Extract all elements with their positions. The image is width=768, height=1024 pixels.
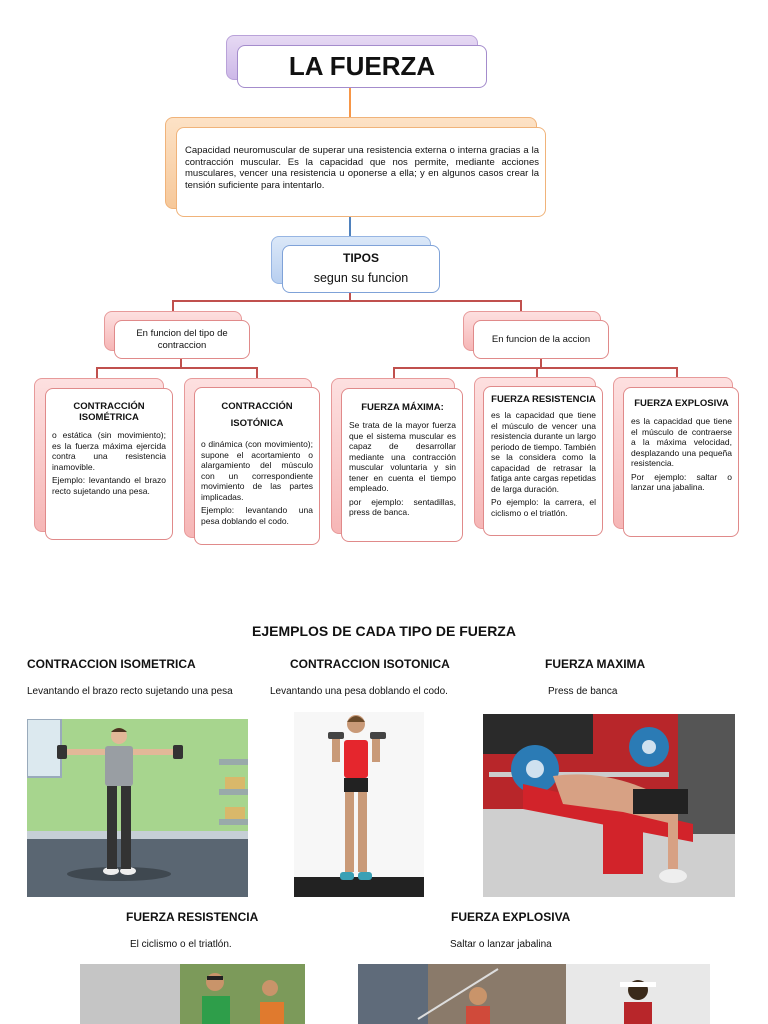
connector-contraccion-down (180, 359, 182, 369)
resistencia-photo (80, 964, 305, 1024)
example-maxima-caption: Press de banca (548, 686, 618, 697)
connector-tipos-down (349, 293, 351, 301)
connector-accion-horizontal (393, 367, 678, 369)
connector-branches-horizontal (172, 300, 522, 302)
type-explosiva-title: FUERZA EXPLOSIVA (634, 398, 729, 409)
type-isometrica-title: CONTRACCIÓN ISOMÉTRICA (73, 401, 145, 423)
tipos-box: TIPOS segun su funcion (282, 245, 440, 293)
type-maxima-box: FUERZA MÁXIMA: Se trata de la mayor fuer… (341, 388, 463, 542)
examples-title: EJEMPLOS DE CADA TIPO DE FUERZA (252, 623, 516, 639)
type-isometrica-box: CONTRACCIÓN ISOMÉTRICA o estática (sin m… (45, 388, 173, 540)
example-explosiva-heading: FUERZA EXPLOSIVA (451, 910, 571, 924)
type-isometrica-example: Ejemplo: levantando el brazo recto sujet… (52, 475, 166, 496)
title-box: LA FUERZA (237, 45, 487, 88)
branch-accion-box: En funcion de la accion (473, 320, 609, 359)
type-maxima-example: por ejemplo: sentadillas, press de banca… (349, 496, 456, 518)
type-resistencia-body: es la capacidad que tiene el músculo de … (491, 410, 596, 494)
type-isotonica-body: o dinámica (con movimiento); supone el a… (201, 439, 313, 502)
example-maxima-heading: FUERZA MAXIMA (545, 657, 646, 671)
type-explosiva-example: Por ejemplo: saltar o lanzar una jabalin… (631, 471, 732, 493)
connector-contraccion-horizontal (96, 367, 258, 369)
connector-title-definition (349, 88, 351, 118)
definition-text: Capacidad neuromuscular de superar una r… (185, 145, 539, 191)
connector-to-explosiva (676, 367, 678, 379)
type-explosiva-box: FUERZA EXPLOSIVA es la capacidad que tie… (623, 387, 739, 537)
type-maxima-body: Se trata de la mayor fuerza que el siste… (349, 420, 456, 493)
connector-definition-tipos (349, 217, 351, 237)
page-title: LA FUERZA (288, 51, 436, 81)
isometrica-illustration (27, 719, 248, 897)
type-isotonica-example: Ejemplo: levantando una pesa doblando el… (201, 505, 313, 526)
explosiva-photo (358, 964, 710, 1024)
example-resistencia-heading: FUERZA RESISTENCIA (126, 910, 259, 924)
connector-branch-left (172, 300, 174, 312)
type-isotonica-box: CONTRACCIÓN ISOTÓNICA o dinámica (con mo… (194, 387, 320, 545)
definition-box: Capacidad neuromuscular de superar una r… (176, 127, 546, 217)
example-isotonica-caption: Levantando una pesa doblando el codo. (270, 686, 448, 697)
connector-branch-right (520, 300, 522, 312)
connector-to-maxima (393, 367, 395, 379)
connector-to-resistencia (536, 367, 538, 379)
connector-to-isotonica (256, 367, 258, 379)
branch-contraccion-box: En funcion del tipo de contraccion (114, 320, 250, 359)
branch-contraccion-label: En funcion del tipo de contraccion (136, 327, 228, 351)
type-resistencia-title: FUERZA RESISTENCIA (491, 394, 596, 405)
example-resistencia-caption: El ciclismo o el triatlón. (130, 939, 232, 950)
maxima-photo (483, 714, 735, 897)
type-resistencia-box: FUERZA RESISTENCIA es la capacidad que t… (483, 386, 603, 536)
type-maxima-title: FUERZA MÁXIMA: (361, 402, 444, 413)
example-isometrica-heading: CONTRACCION ISOMETRICA (27, 657, 196, 671)
connector-accion-down (540, 359, 542, 369)
type-resistencia-example: Po ejemplo: la carrera, el ciclismo o el… (491, 497, 596, 518)
tipos-title: TIPOS (342, 251, 379, 265)
example-isotonica-heading: CONTRACCION ISOTONICA (290, 657, 450, 671)
example-explosiva-caption: Saltar o lanzar jabalina (450, 939, 552, 950)
type-isometrica-body: o estática (sin movimiento); es la fuerz… (52, 430, 166, 472)
connector-to-isometrica (96, 367, 98, 379)
type-isotonica-title: CONTRACCIÓN ISOTÓNICA (221, 401, 293, 429)
example-isometrica-caption: Levantando el brazo recto sujetando una … (27, 686, 233, 697)
branch-accion-label: En funcion de la accion (491, 334, 591, 345)
tipos-subtitle: segun su funcion (313, 271, 409, 285)
isotonica-photo (294, 712, 424, 897)
type-explosiva-body: es la capacidad que tiene el músculo de … (631, 416, 732, 468)
